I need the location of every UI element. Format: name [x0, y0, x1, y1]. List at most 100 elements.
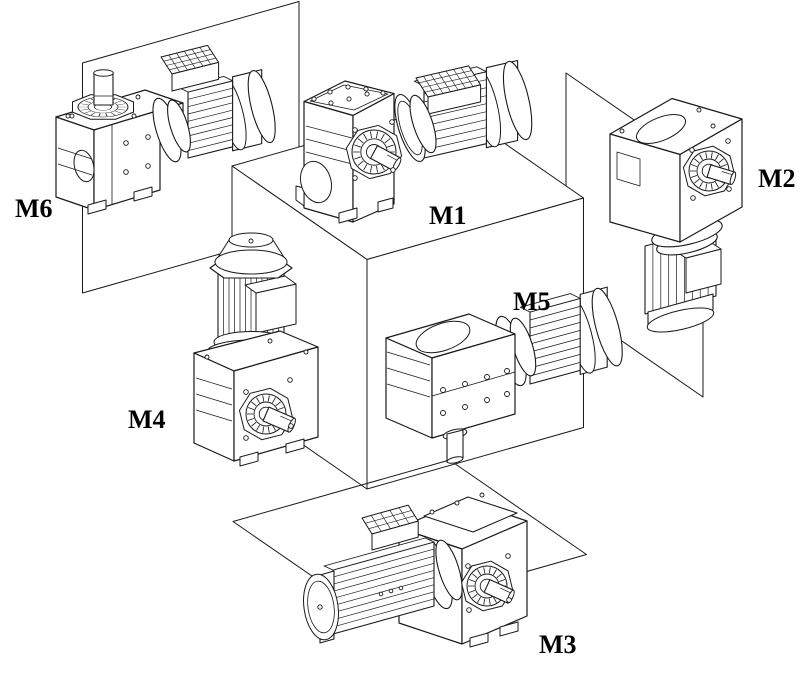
detail-line: [187, 95, 233, 108]
bolt-circle: [462, 404, 468, 410]
bolt-circle: [689, 147, 695, 153]
ring-ellipse: [646, 307, 715, 333]
bolt-circle: [288, 423, 294, 429]
flange-ring: [167, 99, 191, 153]
detail-line: [423, 111, 487, 127]
detail-line: [431, 371, 516, 397]
detail-line: [368, 515, 415, 529]
drawing-outline: [171, 61, 220, 92]
bolt-circle: [388, 588, 394, 594]
detail-line: [280, 415, 293, 422]
bolt-circle: [690, 195, 696, 201]
bolt-circle: [248, 238, 254, 244]
ring-ellipse: [729, 171, 737, 186]
bolt-circle: [696, 107, 702, 113]
detail-line: [332, 562, 435, 592]
detail-line: [380, 512, 391, 529]
bolt-circle: [287, 377, 293, 383]
bolt-circle: [364, 91, 370, 97]
flange-ring: [409, 94, 437, 154]
output-shaft: [706, 164, 737, 186]
label-m3: M3: [539, 630, 577, 659]
ring-ellipse: [415, 320, 471, 354]
drawing-outline: [338, 207, 358, 224]
ring-ellipse: [502, 60, 533, 141]
detail-line: [332, 577, 435, 606]
drawing-outline: [323, 537, 435, 571]
detail-line: [529, 330, 581, 345]
detail-line: [421, 75, 475, 88]
ring-ellipse: [214, 249, 288, 275]
motor: [519, 286, 623, 385]
terminal-box: [361, 504, 419, 551]
detail-line: [195, 393, 233, 406]
detail-line: [529, 346, 581, 361]
bolt-circle: [726, 186, 732, 192]
detail-line: [332, 548, 435, 578]
detail-line: [529, 362, 581, 377]
gearmotor-m4-drawing: [193, 232, 319, 467]
detail-line: [389, 510, 400, 527]
detail-line: [529, 322, 581, 337]
detail-line: [332, 570, 435, 599]
detail-line: [305, 151, 353, 165]
detail-line: [365, 510, 412, 524]
detail-line: [163, 49, 211, 62]
bolt-circle: [380, 90, 386, 96]
bolt-circle: [504, 391, 510, 397]
drawing-outline: [427, 84, 482, 115]
label-m5: M5: [513, 287, 551, 316]
ring-ellipse: [167, 99, 191, 153]
bolt-circle: [466, 607, 472, 613]
bolt-circle: [328, 100, 334, 106]
detail-line: [529, 338, 581, 353]
drawing-outline: [616, 151, 641, 187]
drawing-outline: [309, 84, 389, 111]
detail-line: [57, 163, 93, 176]
label-m4: M4: [128, 405, 166, 434]
drawing-outline: [519, 293, 581, 313]
bolt-circle: [725, 138, 731, 144]
detail-line: [370, 515, 382, 532]
bolt-circle: [505, 553, 511, 559]
bolt-circle: [352, 127, 358, 133]
detail-line: [187, 139, 233, 152]
detail-line: [423, 103, 487, 119]
drawing-outline: [423, 496, 518, 533]
detail-line: [386, 351, 431, 366]
bolt-circle: [484, 374, 490, 380]
label-m6: M6: [15, 194, 53, 223]
detail-line: [529, 354, 581, 369]
bolt-circle: [462, 381, 468, 387]
bolt-circle: [398, 585, 404, 591]
detail-line: [187, 131, 233, 144]
bolt-circle: [243, 435, 249, 441]
detail-line: [332, 591, 435, 621]
bolt-circle: [389, 119, 395, 125]
detail-line: [187, 124, 233, 137]
bolt-circle: [390, 167, 396, 173]
detail-line: [387, 154, 398, 161]
gearmotor-m3-drawing: [303, 492, 528, 648]
ring-ellipse: [93, 69, 114, 77]
detail-line: [195, 377, 233, 390]
bolt-circle: [65, 113, 71, 119]
detail-line: [187, 117, 233, 130]
label-m2: M2: [758, 164, 796, 193]
drawing-outline: [178, 75, 234, 93]
detail-line: [529, 306, 581, 321]
bolt-circle: [204, 354, 210, 360]
bolt-circle: [504, 368, 510, 374]
drawing-outline: [133, 186, 153, 202]
detail-line: [418, 70, 472, 84]
drawing-outline: [244, 275, 297, 294]
bolt-circle: [145, 163, 151, 169]
output-bearing-starburst: [77, 96, 129, 118]
drawing-outline: [499, 621, 519, 637]
ring-ellipse: [435, 539, 463, 601]
bolt-circle: [123, 140, 129, 146]
bolt-circle: [303, 349, 309, 355]
detail-line: [187, 87, 233, 100]
ring-ellipse: [299, 160, 333, 204]
